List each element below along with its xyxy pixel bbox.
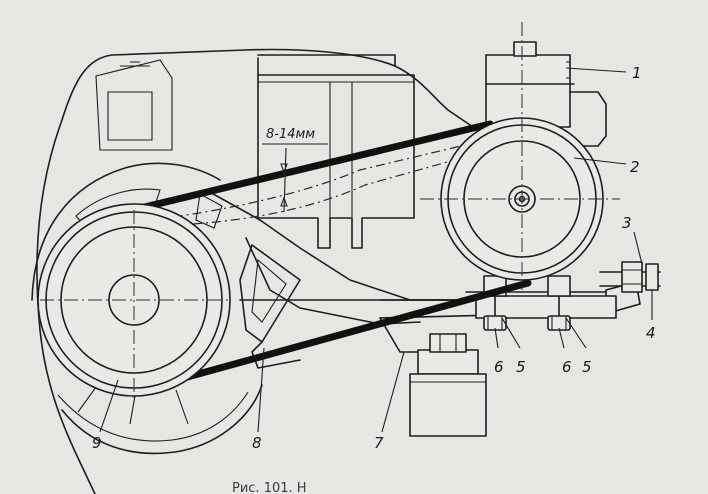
- label-bolt-right: 6: [562, 358, 572, 376]
- mounting-bolts: [475, 275, 617, 331]
- pulley-9: [37, 203, 231, 398]
- label-nut-left: 5: [516, 358, 526, 376]
- part-labels: 1 2 3 4 5 5 6 6 7 8 9 8-14мм Рис. 101. Н: [92, 64, 656, 494]
- dimension-label: 8-14мм: [266, 127, 315, 142]
- label-support: 7: [374, 434, 384, 452]
- motor-body: [485, 41, 607, 147]
- label-adjusting-bolt: 3: [622, 214, 632, 232]
- leader-lines: [99, 67, 653, 433]
- engine-housing: [36, 48, 471, 494]
- support-pedestal: [379, 317, 487, 437]
- reservoir-tank: [257, 57, 415, 249]
- label-bracket-end: 4: [646, 324, 656, 342]
- label-nut-right: 5: [582, 358, 592, 376]
- label-drive-pulley: 2: [630, 158, 640, 176]
- label-tension-arm: 8: [252, 434, 262, 452]
- pulley-2: [420, 22, 620, 290]
- label-driven-pulley: 9: [92, 434, 102, 452]
- label-bolt-left: 6: [494, 358, 504, 376]
- label-motor: 1: [632, 64, 642, 82]
- belt-deflection: [135, 139, 491, 227]
- v-belt: [120, 120, 532, 388]
- figure-caption: Рис. 101. Н: [232, 481, 307, 494]
